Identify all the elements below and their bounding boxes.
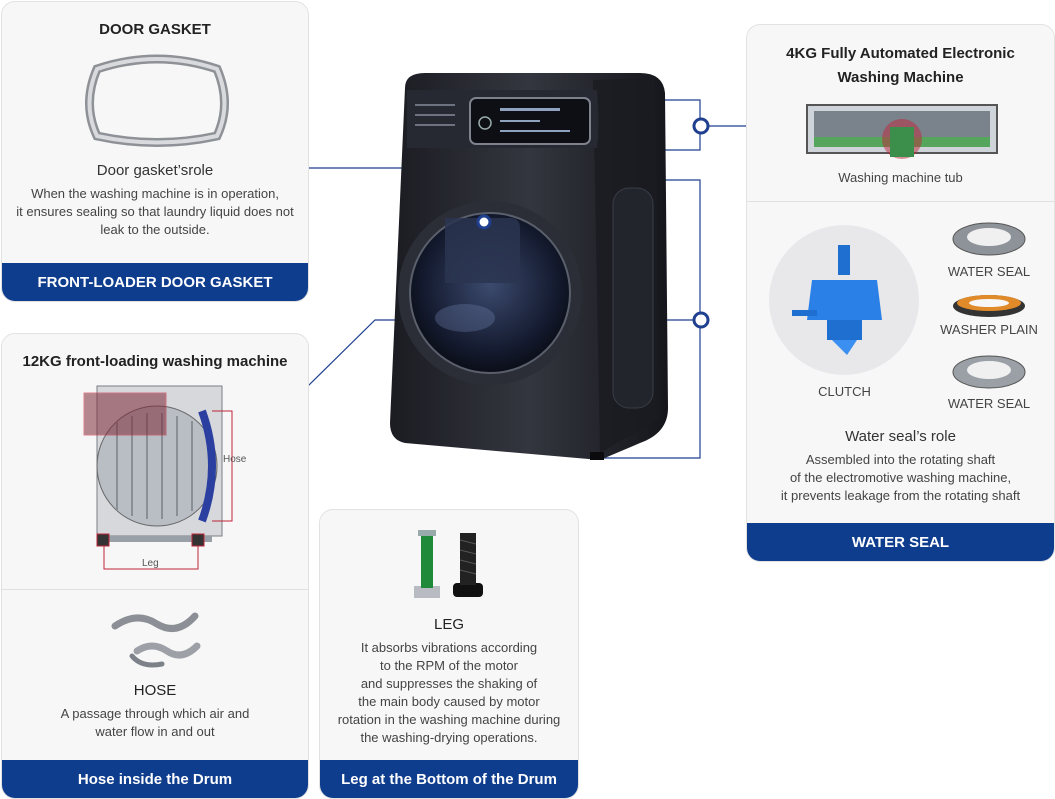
hose-desc-1: A passage through which air and [60,706,250,721]
leg-desc-2: to the RPM of the motor [379,658,518,673]
seal-desc-2: of the electromotive washing machine, [789,470,1012,485]
hose-image [111,612,201,668]
door-gasket-image [85,54,229,147]
clutch-image [769,225,919,375]
washer-plain-label: WASHER PLAIN [940,322,1038,337]
seal-desc-1: Assembled into the rotating shaft [805,452,996,467]
gasket-desc-3: leak to the outside. [100,222,210,237]
washing-tub-image [806,104,998,159]
water-seal-label-1: WATER SEAL [947,264,1031,279]
washing-machine-image [390,73,668,460]
gasket-desc-1: When the washing machine is in operation… [31,186,279,201]
seal-divider [747,201,1054,202]
leg-desc-1: It absorbs vibrations according [360,640,538,655]
hose-callout: Hose [223,454,247,465]
hose-band: Hose inside the Drum [2,760,308,798]
water-seal-image-1 [952,222,1026,256]
drum-cutaway-image [83,385,233,570]
seal-title-1: 4KG Fully Automated Electronic [786,45,1015,62]
leg-callout: Leg [142,558,159,569]
callout-dot-body [692,311,710,329]
leg-desc-6: the washing-drying operations. [360,730,538,745]
gasket-title: DOOR GASKET [99,21,211,38]
leg-band: Leg at the Bottom of the Drum [320,760,578,798]
water-seal-label-2: WATER SEAL [947,396,1031,411]
door-gasket-card: DOOR GASKET Door gasket’srole When the w… [1,1,309,302]
water-seal-card: 4KG Fully Automated Electronic Washing M… [746,24,1055,562]
washer-plain-image [953,295,1025,317]
drum-hose-card: 12KG front-loading washing machine Hose … [1,333,309,799]
callout-dot-tub [692,117,710,135]
seal-band: WATER SEAL [747,523,1054,561]
seal-desc-3: it prevents leakage from the rotating sh… [780,488,1021,503]
water-seal-image-2 [952,355,1026,389]
tub-label: Washing machine tub [838,170,963,185]
leg-desc-4: the main body caused by motor [358,694,540,709]
hose-desc-2: water flow in and out [95,724,215,739]
leg-title: LEG [433,616,464,633]
drum-divider [2,589,308,590]
seal-role-title: Water seal’s role [845,428,956,445]
gasket-role-title: Door gasket’srole [96,162,214,179]
leg-desc-5: rotation in the washing machine during [337,712,561,727]
seal-title-2: Washing Machine [837,69,964,86]
drum-title: 12KG front-loading washing machine [22,353,288,370]
gasket-desc-2: it ensures sealing so that laundry liqui… [16,204,294,219]
leg-image [414,530,483,598]
clutch-label: CLUTCH [818,384,871,399]
gasket-band: FRONT-LOADER DOOR GASKET [2,263,308,301]
callout-dot-door [476,214,492,230]
hose-title: HOSE [133,682,177,699]
leg-desc-3: and suppresses the shaking of [360,676,538,691]
leg-card: LEG It absorbs vibrations according to t… [319,509,579,799]
